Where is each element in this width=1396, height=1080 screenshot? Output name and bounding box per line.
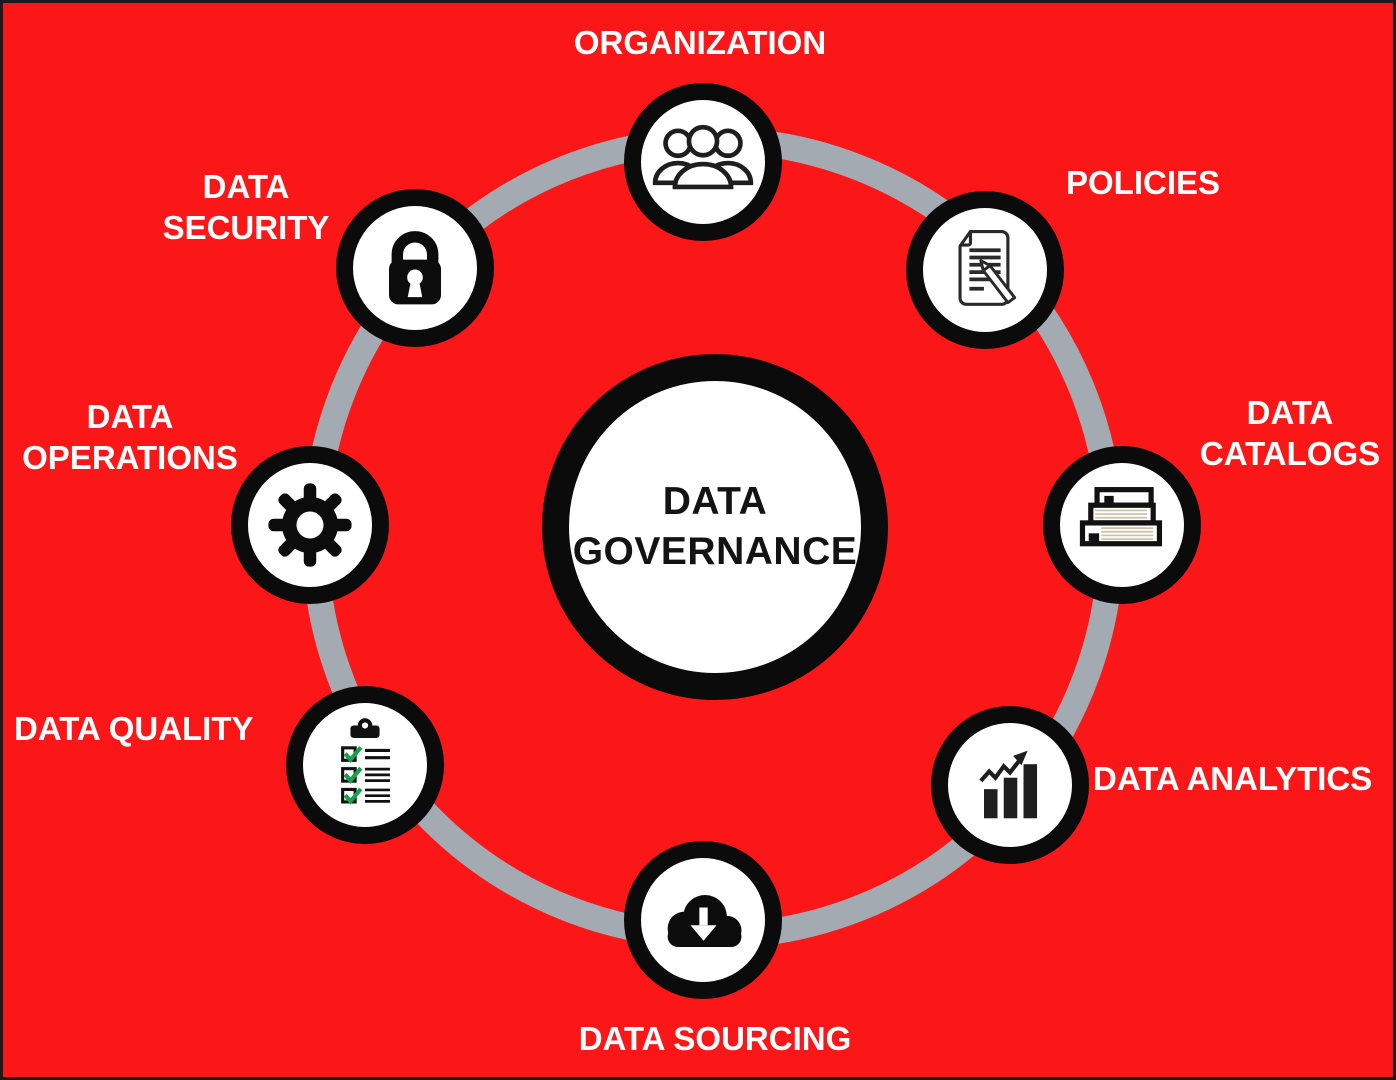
label-data-operations: DATA OPERATIONS [5,396,255,478]
label-data-catalogs-line2: CATALOGS [1199,435,1381,472]
padlock-icon [389,231,441,305]
label-data-catalogs: DATA CATALOGS [1140,392,1396,474]
label-data-sourcing: DATA SOURCING [578,1020,852,1057]
label-data-operations-line1: DATA [86,398,174,435]
node-data-quality [286,686,444,844]
label-data-security: DATA SECURITY [121,166,371,248]
document-pencil-icon [958,229,1017,306]
checklist-icon [341,718,390,805]
label-data-analytics: DATA ANALYTICS [1093,760,1373,797]
label-data-security-line1: DATA [202,168,290,205]
label-data-security-line2: SECURITY [162,209,330,246]
center-title-line1: DATA [662,480,768,523]
label-data-operations-line2: OPERATIONS [22,439,238,476]
node-data-sourcing [624,841,782,999]
label-policies: POLICIES [1066,164,1221,201]
node-data-catalogs [1043,446,1201,604]
node-policies [906,191,1064,349]
node-data-analytics [931,706,1089,864]
gear-icon [268,483,352,567]
node-organization [624,83,782,241]
books-stack-icon [1079,487,1163,547]
cloud-download-icon [667,895,742,948]
node-data-operations [231,446,389,604]
center-hub-data-governance: DATA GOVERNANCE [542,354,888,700]
bar-chart-trend-icon [979,750,1038,819]
label-data-quality: DATA QUALITY [14,710,254,747]
node-data-security [336,189,494,347]
label-data-catalogs-line1: DATA [1246,394,1334,431]
label-organization: ORGANIZATION [573,24,827,61]
people-group-icon [652,124,754,190]
center-title-line2: GOVERNANCE [572,530,858,573]
